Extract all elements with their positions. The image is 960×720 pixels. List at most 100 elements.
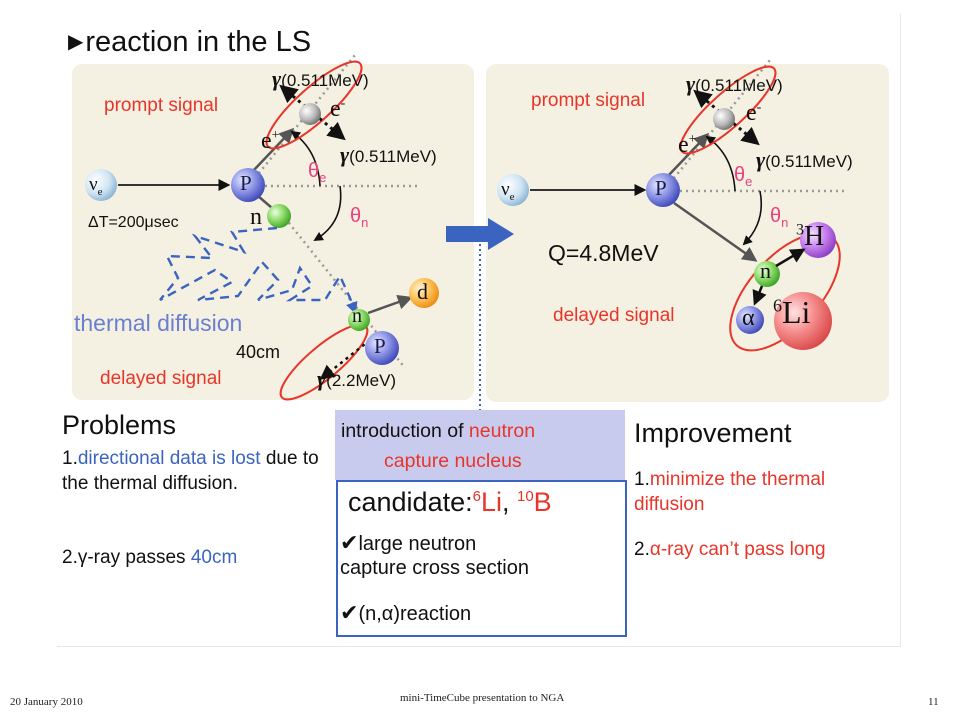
left-neutron-particle: [267, 204, 291, 228]
lithium6-particle: [774, 292, 832, 350]
left-neutrino-particle: [85, 169, 117, 201]
left-dotted-n-line: [284, 217, 406, 369]
right-delayed-signal-label: delayed signal: [553, 305, 675, 326]
candidate-check-1-line-1: large neutron: [358, 533, 477, 555]
improvement-heading: Improvement: [634, 418, 792, 448]
left-neutron-label: n: [250, 204, 262, 230]
candidate-line: candidate:6Li, 10B: [348, 487, 552, 518]
improvement-item-1: 1.minimize the thermal diffusion: [634, 467, 896, 517]
improvement-item-2: 2.α-ray can’t pass long: [634, 537, 826, 562]
left-neutrino-label: νe: [89, 174, 102, 198]
candidate-li: Li: [480, 487, 502, 517]
right-electron-label: e-: [746, 100, 761, 127]
right-positron-label: e+: [678, 132, 697, 159]
left-neutron2-label: n: [352, 305, 362, 327]
candidate-label: candidate:: [348, 487, 473, 517]
right-neutrino-label: νe: [501, 179, 514, 203]
lithium-sup: 6: [773, 295, 782, 316]
left-neutrino-symbol: ν: [89, 174, 98, 195]
tritium-particle: [800, 222, 836, 258]
candidate-check-1: ✔large neutron: [340, 530, 476, 556]
right-gamma-top-symbol: γ: [686, 71, 696, 96]
left-theta-n-symbol: θ: [350, 205, 362, 227]
improvement-item-2-red: α-ray can’t pass long: [649, 539, 826, 560]
left-proton-label: P: [240, 171, 252, 195]
right-positron-symbol: e: [678, 132, 689, 158]
lithium-symbol: Li: [782, 294, 811, 330]
right-theta-n-symbol: θ: [770, 205, 782, 227]
left-theta-e-sub: e: [319, 170, 327, 185]
left-electron-sup: -: [340, 96, 346, 111]
problems-item-2-text: γ-ray passes: [77, 547, 191, 568]
right-electron-sup: -: [756, 100, 762, 115]
candidate-b: B: [533, 487, 552, 517]
tritium-arrow: [775, 248, 806, 268]
thermal-diffusion-path: [159, 226, 358, 315]
alpha-particle: [736, 306, 764, 334]
introduction-red-1: neutron: [468, 420, 536, 442]
left-electron-label: e-: [330, 96, 345, 123]
thermal-diffusion-label: thermal diffusion: [74, 310, 243, 336]
improvement-item-1-red: minimize the thermal diffusion: [634, 469, 826, 516]
right-prompt-signal-label: prompt signal: [531, 90, 646, 111]
checkmark-icon: ✔: [340, 600, 359, 625]
right-gamma-right-symbol: γ: [756, 147, 766, 172]
left-delayed-signal-label: delayed signal: [100, 368, 222, 389]
left-prompt-signal-label: prompt signal: [104, 95, 219, 116]
problems-item-1-blue: directional data is lost: [77, 448, 261, 469]
alpha-label: α: [742, 305, 755, 331]
left-positron-symbol: e: [261, 128, 272, 154]
problems-item-1: 1.directional data is lost due to the th…: [62, 446, 322, 496]
problems-item-1-rest: due to the thermal diffusion.: [62, 448, 319, 495]
right-gamma-top-energy: (0.511MeV): [695, 76, 783, 95]
left-theta-e-symbol: θ: [308, 160, 320, 182]
right-gamma-right-energy: (0.511MeV): [765, 152, 853, 171]
right-neutron-arrow: [673, 201, 758, 262]
candidate-check-2: ✔(n,α)reaction: [340, 600, 471, 626]
right-gamma-right-label: γ(0.511MeV): [756, 147, 853, 173]
right-electron-particle: [713, 108, 735, 130]
footer-page-number: 11: [928, 696, 939, 708]
left-d-arrow: [367, 294, 413, 315]
introduction-line-2: capture nucleus: [384, 450, 522, 472]
right-theta-n-sub: n: [781, 215, 789, 230]
left-theta-n-sub: n: [361, 215, 369, 230]
lithium-label: 6Li: [773, 294, 810, 331]
q-value-label: Q=4.8MeV: [548, 240, 659, 266]
right-neutrino-sub: e: [509, 190, 515, 203]
right-neutron-label: n: [760, 258, 771, 283]
footer-date: 20 January 2010: [10, 696, 83, 708]
left-neutron-arrow: [257, 195, 273, 209]
left-gamma-delayed-energy: (2.2MeV): [326, 371, 397, 390]
left-theta-e-label: θe: [308, 160, 326, 185]
tritium-sup: 3: [796, 221, 804, 239]
right-gamma-top-label: γ(0.511MeV): [686, 71, 783, 97]
distance-label: 40cm: [236, 342, 281, 362]
improvement-item-1-num: 1.: [634, 469, 650, 490]
problems-item-2: 2.γ-ray passes 40cm: [62, 545, 237, 570]
left-theta-n-label: θn: [350, 205, 368, 230]
left-positron-sup: +: [271, 128, 280, 143]
left-theta-n-arc: [313, 185, 342, 241]
right-neutrino-particle: [497, 174, 529, 206]
right-electron-symbol: e: [746, 100, 757, 126]
right-theta-e-label: θe: [734, 164, 752, 189]
problems-item-1-num: 1.: [62, 448, 78, 469]
left-gamma-right-label: γ(0.511MeV): [340, 142, 437, 168]
problems-item-2-num: 2.: [62, 547, 78, 568]
introduction-line-1: introduction of neutron: [341, 420, 535, 443]
candidate-check-2-text: (n,α)reaction: [358, 603, 472, 625]
left-proton-particle: [231, 168, 265, 202]
delta-t-label: ΔT=200μsec: [88, 214, 179, 231]
right-theta-n-label: θn: [770, 205, 788, 230]
introduction-box: [335, 410, 625, 480]
problems-heading: Problems: [62, 410, 177, 440]
slide-title-text: reaction in the LS: [85, 26, 312, 58]
tritium-symbol: H: [804, 221, 825, 252]
candidate-sep: ,: [501, 487, 517, 517]
left-reaction-panel: [72, 64, 474, 400]
left-electron-particle: [299, 103, 321, 125]
right-theta-e-sub: e: [745, 174, 753, 189]
right-neutron-particle: [754, 261, 780, 287]
left-gamma-top-label: γ(0.511MeV): [272, 66, 369, 92]
